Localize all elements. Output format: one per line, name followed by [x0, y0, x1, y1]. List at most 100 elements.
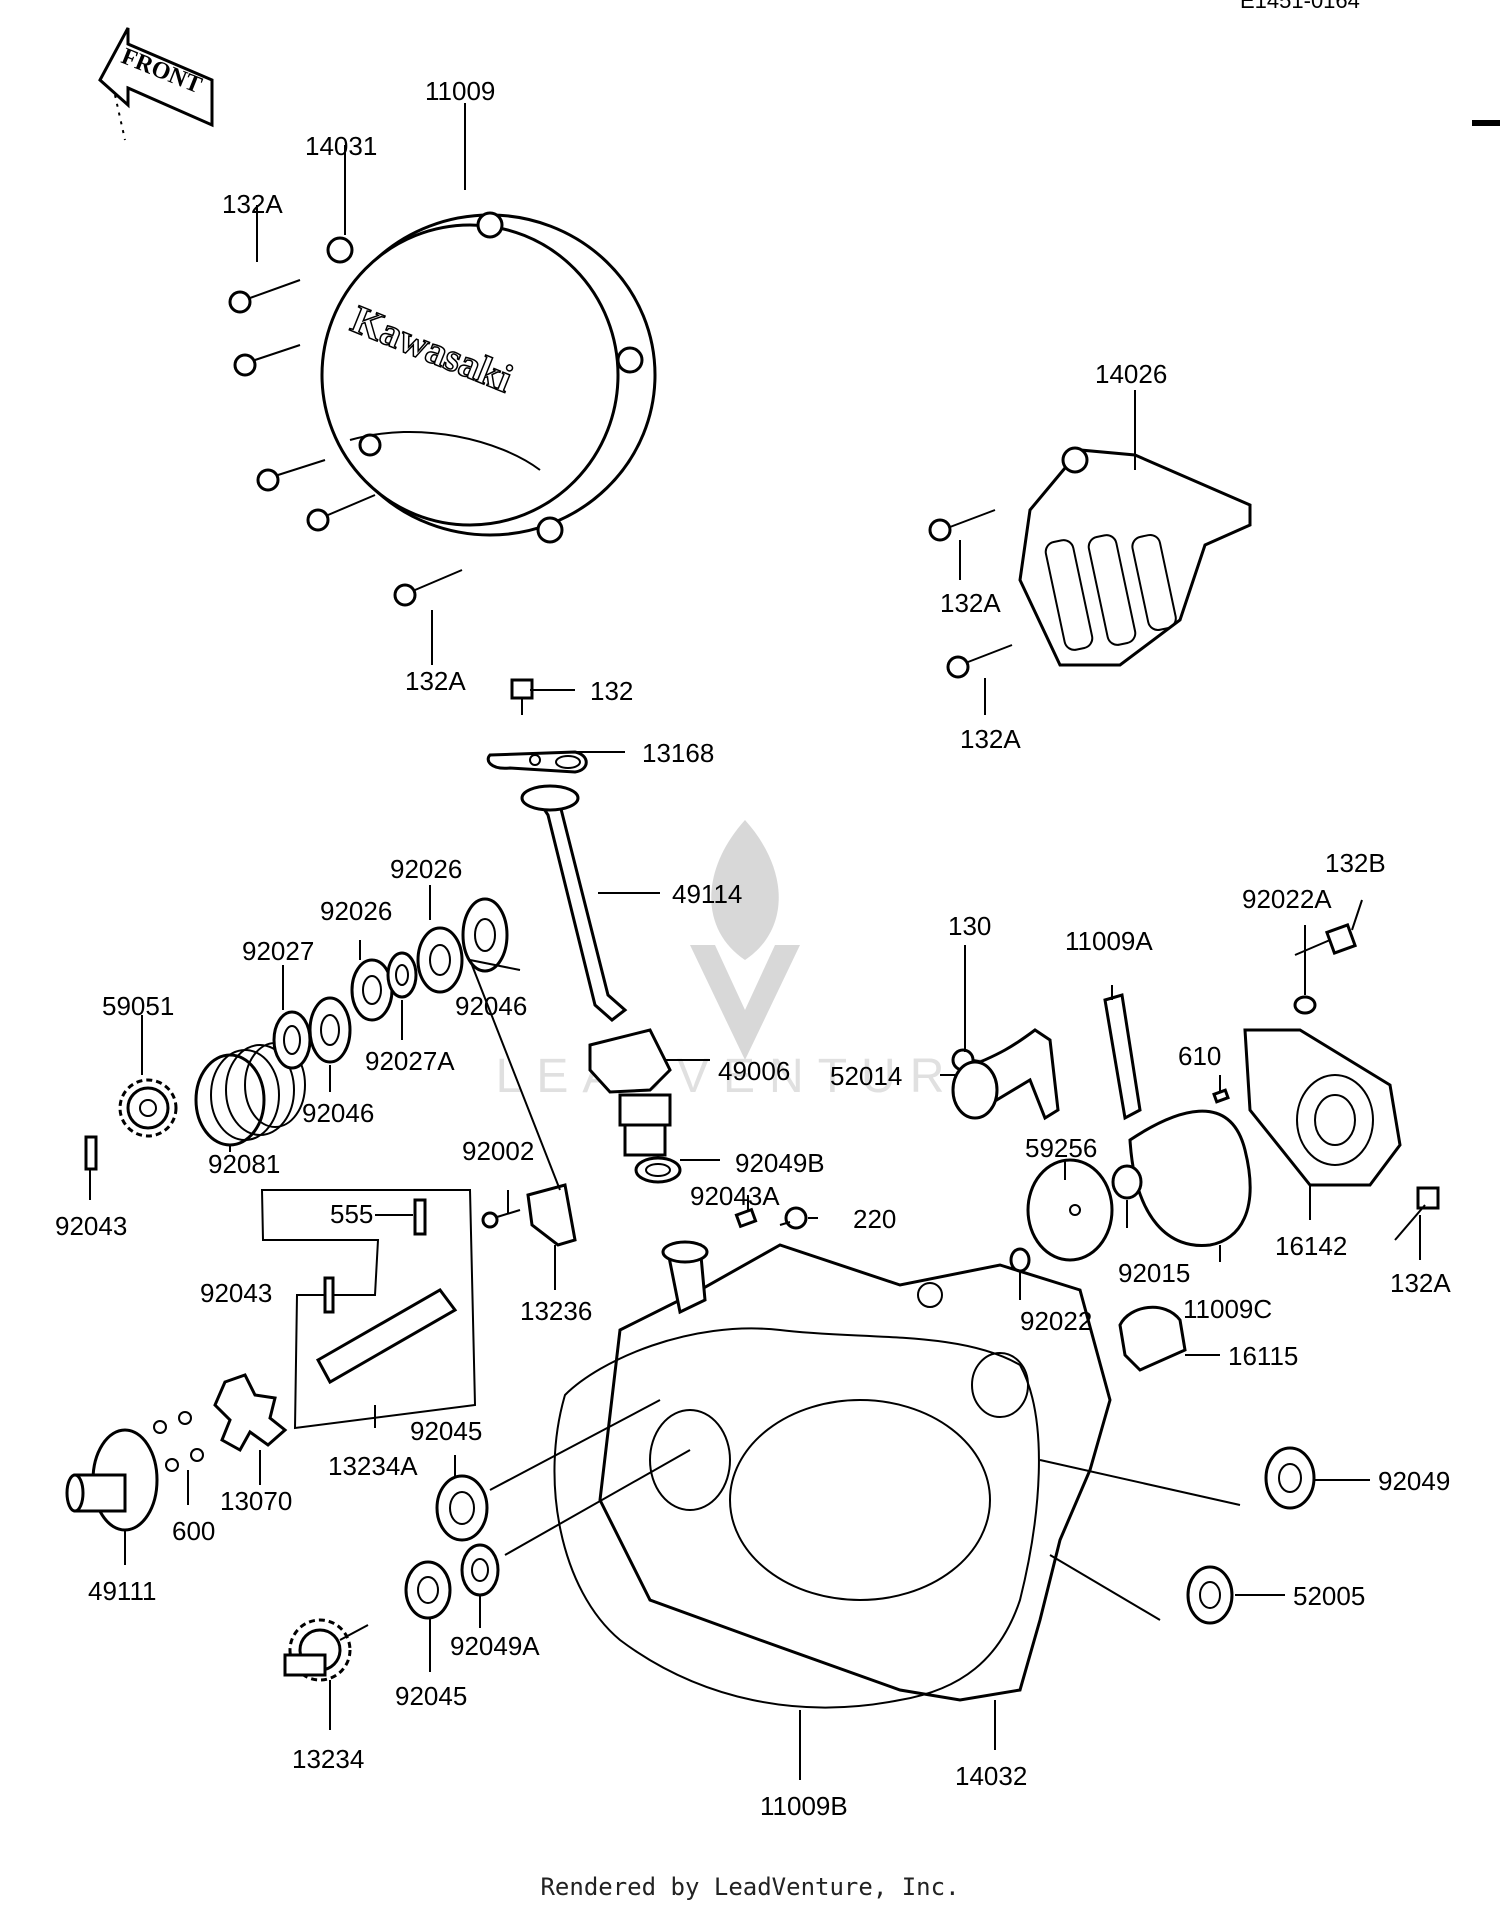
plug-16115	[1118, 1305, 1187, 1372]
label-92027A: 92027A	[365, 1046, 455, 1076]
nut-92015	[1111, 1164, 1143, 1200]
pump-cover-16142	[1243, 1028, 1402, 1187]
label-49006: 49006	[718, 1056, 790, 1086]
bolt-icon	[228, 279, 301, 314]
label-13168: 13168	[642, 738, 714, 768]
label-13070: 13070	[220, 1486, 292, 1516]
pin-92043-a	[84, 1135, 98, 1171]
bolt-icon	[256, 459, 326, 492]
bolt-220	[779, 1206, 808, 1230]
ref-code: E1451-0164	[1240, 0, 1360, 13]
label-92022A: 92022A	[1242, 884, 1332, 914]
label-11009C: 11009C	[1183, 1294, 1272, 1324]
label-16115: 16115	[1228, 1341, 1298, 1371]
gear-59051	[118, 1078, 178, 1138]
label-610: 610	[1178, 1041, 1221, 1071]
washer-92027A	[386, 951, 418, 999]
label-92045-a: 92045	[410, 1416, 482, 1446]
label-92043-a: 92043	[55, 1211, 127, 1241]
pin-610	[1212, 1088, 1230, 1104]
bolt-132A-e	[1394, 1186, 1440, 1241]
bearing-92049	[1264, 1446, 1316, 1510]
page-edge-mark	[1472, 120, 1500, 126]
label-59051: 59051	[102, 991, 174, 1021]
label-92026-b: 92026	[320, 896, 392, 926]
impeller-59256	[1026, 1158, 1114, 1262]
label-92049B: 92049B	[735, 1148, 825, 1178]
label-52005: 52005	[1293, 1581, 1365, 1611]
washer-92046-b	[461, 897, 509, 973]
label-16142: 16142	[1275, 1231, 1347, 1261]
label-11009: 11009	[425, 76, 495, 106]
label-220: 220	[853, 1204, 896, 1234]
label-92026-a: 92026	[390, 854, 462, 884]
bolt-132	[510, 678, 534, 715]
bearing-92045-b	[404, 1560, 452, 1620]
bolt-icon	[946, 644, 1013, 679]
label-92046-b: 92046	[455, 991, 527, 1021]
label-132: 132	[590, 676, 633, 706]
ratchet-13070	[213, 1373, 288, 1453]
label-92015: 92015	[1118, 1258, 1190, 1288]
washer-92026-a	[416, 926, 464, 994]
gasket-11009A	[1103, 993, 1142, 1121]
watermark-text: LEADVENTURE	[496, 1050, 1005, 1103]
washer-92022	[1009, 1247, 1031, 1273]
label-92043A: 92043A	[690, 1181, 780, 1211]
bolt-132B	[1294, 922, 1358, 956]
label-92049A: 92049A	[450, 1631, 540, 1661]
bearing-92049A	[460, 1543, 500, 1597]
label-132A-b: 132A	[405, 666, 466, 696]
label-14026: 14026	[1095, 359, 1167, 389]
label-11009A: 11009A	[1065, 926, 1153, 956]
label-49111: 49111	[88, 1576, 156, 1606]
label-132A-d: 132A	[960, 724, 1021, 754]
bolt-icon	[233, 344, 301, 377]
label-92046-a: 92046	[302, 1098, 374, 1128]
leader-lines	[89, 103, 1421, 1780]
pipe-stub	[661, 1240, 709, 1315]
label-49114: 49114	[672, 879, 742, 909]
label-555: 555	[330, 1199, 373, 1229]
label-132A-c: 132A	[940, 588, 1001, 618]
label-132A-a: 132A	[222, 189, 283, 219]
bearing-92045-a	[435, 1474, 489, 1542]
footer-credit: Rendered by LeadVenture, Inc.	[540, 1873, 959, 1901]
label-59256: 59256	[1025, 1133, 1097, 1163]
washer-92022A	[1293, 995, 1317, 1015]
watermark: LEADVENTURE	[496, 820, 1005, 1103]
seal-52005	[1186, 1565, 1234, 1625]
bolt-icon-group	[228, 279, 463, 607]
clutch-cover: Kawasaki	[320, 211, 657, 544]
guide-49006	[588, 1028, 672, 1157]
bolt-icon	[928, 509, 996, 542]
label-13234A: 13234A	[328, 1451, 418, 1481]
plate-13168	[486, 750, 588, 774]
label-132A-e: 132A	[1390, 1268, 1451, 1298]
guide-13236	[526, 1183, 577, 1247]
front-arrow-icon: FRONT	[98, 27, 214, 141]
oil-seal-92049B	[634, 1156, 682, 1184]
label-92002: 92002	[462, 1136, 534, 1166]
sprocket-cover	[1018, 446, 1252, 667]
label-14031: 14031	[305, 131, 377, 161]
label-600: 600	[172, 1516, 215, 1546]
pin-92043A	[734, 1207, 758, 1229]
bolt-icon	[306, 494, 376, 532]
part-labels: 11009 14031 132A 132A 14026 132A 132A 13…	[55, 76, 1451, 1821]
ratchet-kit-outline	[260, 1189, 477, 1430]
washer-92046-a	[308, 996, 352, 1064]
gasket-11009C	[1128, 1109, 1252, 1248]
washer-92027	[272, 1010, 312, 1070]
label-132B: 132B	[1325, 848, 1386, 878]
shaft-49111	[65, 1428, 159, 1532]
label-92027: 92027	[242, 936, 314, 966]
label-92043-b: 92043	[200, 1278, 272, 1308]
label-130: 130	[948, 911, 991, 941]
label-92081: 92081	[208, 1149, 280, 1179]
label-13234: 13234	[292, 1744, 364, 1774]
bolt-icon	[393, 569, 463, 607]
label-92022: 92022	[1020, 1306, 1092, 1336]
gear-13234	[283, 1618, 369, 1682]
